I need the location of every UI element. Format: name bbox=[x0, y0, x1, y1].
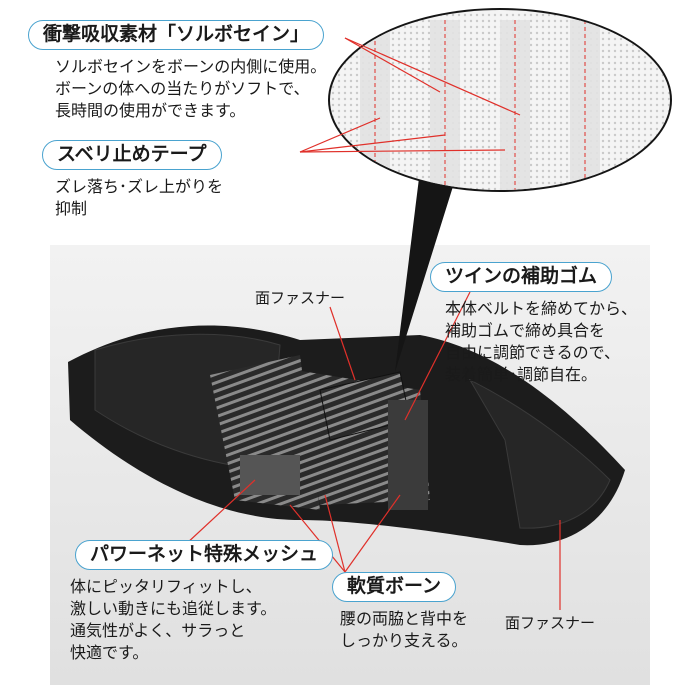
shock-absorb-line: ボーンの体への当たりがソフトで、 bbox=[55, 79, 310, 98]
twin-rubber-title: ツインの補助ゴム bbox=[430, 262, 613, 292]
shock-absorb-desc: ソルボセインをボーンの内側に使用。 ボーンの体への当たりがソフトで、 長時間の使… bbox=[55, 56, 326, 122]
anti-slip-line: ズレ落ち･ズレ上がりを bbox=[55, 177, 224, 196]
power-net-title: パワーネット特殊メッシュ bbox=[75, 540, 334, 570]
soft-bone-line: 腰の両脇と背中を bbox=[340, 609, 469, 628]
power-net-line: 体にピッタリフィットし、 bbox=[70, 577, 262, 596]
power-net-desc: 体にピッタリフィットし、 激しい動きにも追従します。 通気性がよく、サラっと 快… bbox=[70, 576, 276, 664]
soft-bone-desc: 腰の両脇と背中を しっかり支える。 bbox=[340, 608, 468, 652]
shock-absorb-line: ソルボセインをボーンの内側に使用。 bbox=[55, 57, 327, 76]
hook-loop-fastener-label-bottom: 面ファスナー bbox=[505, 614, 596, 632]
twin-rubber-line: 補助ゴムで締め具合を bbox=[445, 321, 606, 340]
twin-rubber-desc: 本体ベルトを締めてから、 補助ゴムで締め具合を 自由に調節できるので、 装着簡単… bbox=[445, 298, 637, 386]
shock-absorb-title: 衝撃吸収素材「ソルボセイン」 bbox=[28, 20, 325, 50]
power-net-line: 快適です。 bbox=[70, 643, 149, 662]
twin-rubber-line: 本体ベルトを締めてから、 bbox=[445, 299, 638, 318]
power-net-line: 通気性がよく、サラっと bbox=[70, 621, 246, 640]
shock-absorb-line: 長時間の使用ができます。 bbox=[55, 101, 246, 120]
leader-lines bbox=[184, 37, 561, 610]
twin-rubber-line: 装着簡単･調節自在。 bbox=[445, 365, 598, 384]
twin-rubber-line: 自由に調節できるので、 bbox=[445, 343, 621, 362]
soft-bone-title: 軟質ボーン bbox=[332, 572, 457, 602]
hook-loop-fastener-label-top: 面ファスナー bbox=[255, 289, 346, 307]
anti-slip-desc: ズレ落ち･ズレ上がりを 抑制 bbox=[55, 176, 223, 220]
anti-slip-title: スベリ止めテープ bbox=[42, 140, 222, 170]
zoom-detail-bubble bbox=[328, 8, 672, 192]
anti-slip-line: 抑制 bbox=[55, 199, 88, 218]
soft-bone-line: しっかり支える。 bbox=[340, 631, 468, 650]
power-net-line: 激しい動きにも追従します。 bbox=[70, 599, 277, 618]
waist-belt-image bbox=[68, 325, 625, 546]
